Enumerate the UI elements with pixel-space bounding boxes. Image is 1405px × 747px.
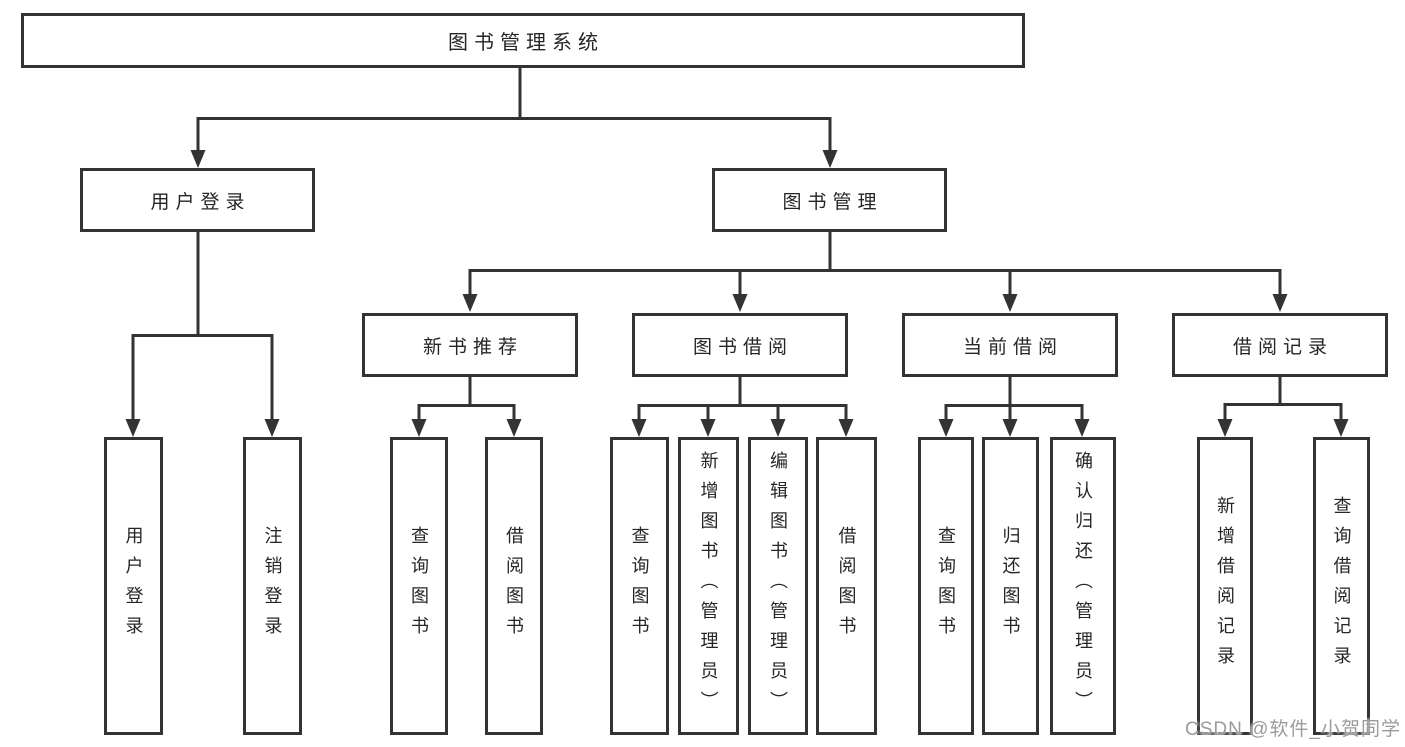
leaf-cb-return-books: 归还图书 [982, 437, 1039, 735]
node-current-borrow: 当前借阅 [902, 313, 1118, 377]
node-user-login: 用户登录 [80, 168, 315, 232]
leaf-user-login: 用户登录 [104, 437, 163, 735]
leaf-bb-edit-books-admin: 编辑图书（管理员） [748, 437, 808, 735]
node-new-book-recommend: 新书推荐 [362, 313, 578, 377]
leaf-cb-confirm-return-admin: 确认归还（管理员） [1050, 437, 1116, 735]
node-book-borrow: 图书借阅 [632, 313, 848, 377]
leaf-nb-borrow-books: 借阅图书 [485, 437, 543, 735]
watermark: CSDN @软件_小贺同学 [1185, 719, 1401, 740]
node-book-management: 图书管理 [712, 168, 947, 232]
leaf-logout: 注销登录 [243, 437, 302, 735]
leaf-cb-query-books: 查询图书 [918, 437, 974, 735]
node-borrow-records: 借阅记录 [1172, 313, 1388, 377]
node-root: 图书管理系统 [21, 13, 1025, 68]
leaf-br-add-record: 新增借阅记录 [1197, 437, 1253, 735]
leaf-bb-query-books: 查询图书 [610, 437, 669, 735]
leaf-bb-borrow-books: 借阅图书 [816, 437, 877, 735]
leaf-bb-add-books-admin: 新增图书（管理员） [678, 437, 739, 735]
leaf-nb-query-books: 查询图书 [390, 437, 448, 735]
leaf-br-query-record: 查询借阅记录 [1313, 437, 1370, 735]
